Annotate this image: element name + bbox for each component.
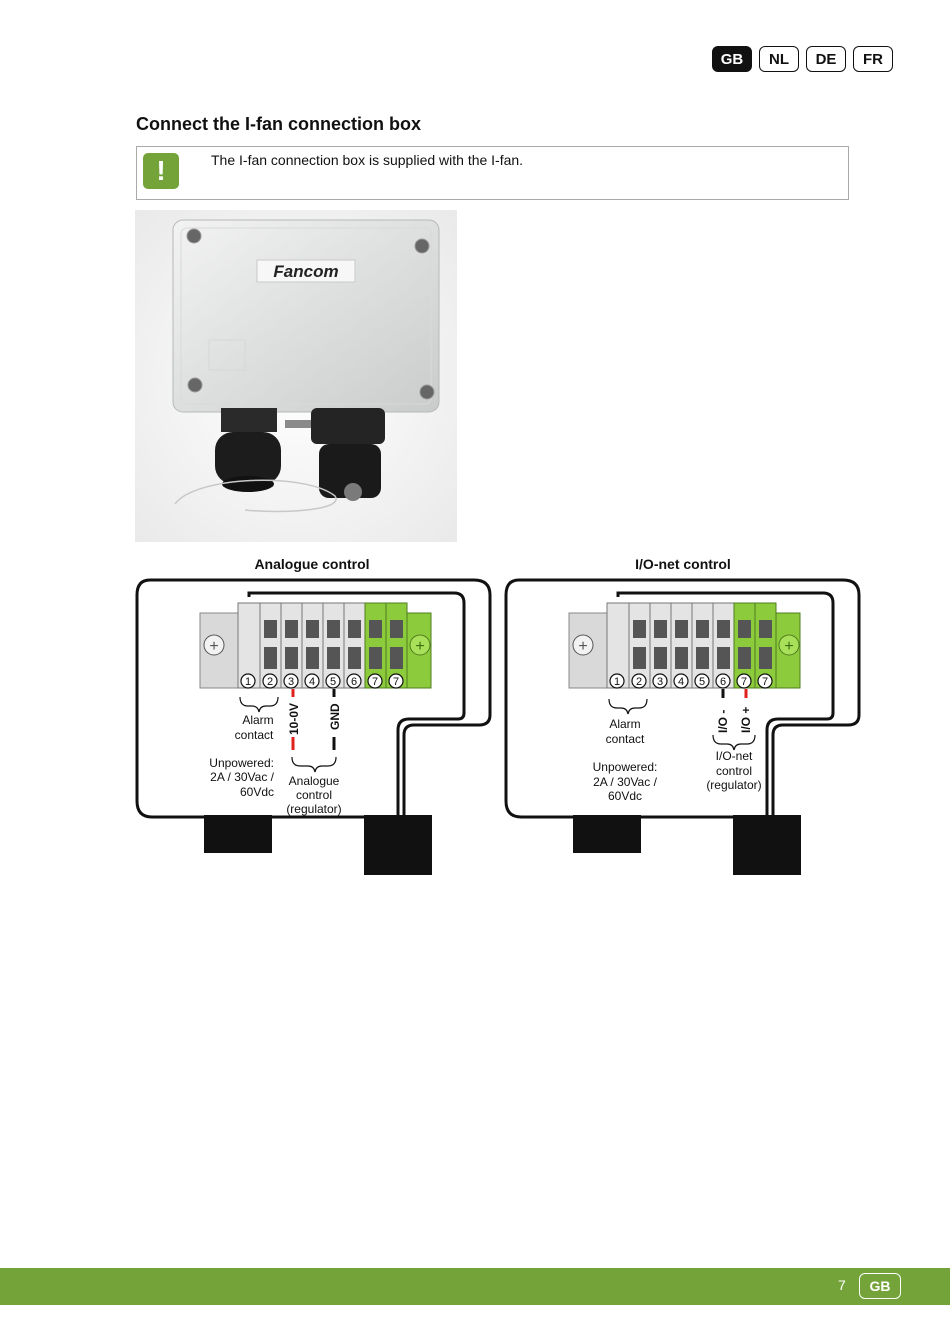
connection-box-photo: Fancom [135,210,457,542]
unpowered-label: 2A / 30Vac / [593,775,657,789]
control-label: control [716,764,752,778]
terminal-number: 7 [393,676,399,688]
terminal-number: 7 [372,676,378,688]
unpowered-label: Unpowered: [209,756,274,770]
terminal-number: 2 [267,676,273,688]
lang-tab-fr[interactable]: FR [853,46,893,72]
terminal-number: 2 [636,676,642,688]
control-label: Analogue [289,774,340,788]
wire-label-10-0v: 10-0V [287,703,301,735]
control-label: (regulator) [706,778,761,792]
terminal-number: 3 [657,676,663,688]
footer-bar: 7 GB [0,1268,950,1305]
brand-label: Fancom [273,262,338,281]
analogue-diagram-title: Analogue control [254,556,370,572]
terminal-number: 6 [720,676,726,688]
language-tabs: GB NL DE FR [712,46,893,72]
svg-text:+: + [784,638,793,655]
alarm-contact-label: Alarm [242,713,273,727]
ionet-control-diagram: + + 1 2 3 4 5 6 7 7 I/O - I/O + Alarm co… [504,578,861,875]
wire-label-io-minus: I/O - [716,710,730,733]
analogue-control-diagram: + + 1 2 3 4 5 6 7 7 10-0V GND Alarm [135,578,492,875]
lang-tab-de[interactable]: DE [806,46,846,72]
terminal-number: 6 [351,676,357,688]
terminal-number: 1 [614,676,620,688]
lang-tab-gb[interactable]: GB [712,46,752,72]
control-label: (regulator) [286,802,341,816]
svg-text:+: + [209,638,218,655]
terminal-number: 7 [741,676,747,688]
control-label: I/O-net [716,749,753,763]
terminal-number: 4 [678,676,684,688]
control-label: control [296,788,332,802]
wire-label-gnd: GND [328,703,342,730]
svg-text:+: + [415,638,424,655]
alarm-contact-label: contact [235,728,274,742]
svg-text:+: + [578,638,587,655]
page-title: Connect the I-fan connection box [136,114,422,134]
terminal-number: 7 [762,676,768,688]
terminal-number: 5 [699,676,705,688]
terminal-number: 1 [245,676,251,688]
unpowered-label: 60Vdc [608,789,642,803]
unpowered-label: 60Vdc [240,785,274,799]
unpowered-label: Unpowered: [593,760,658,774]
note-box: ! The I-fan connection box is supplied w… [136,146,849,200]
exclamation-icon: ! [143,153,179,189]
terminal-number: 3 [288,676,294,688]
terminal-number: 4 [309,676,315,688]
unpowered-label: 2A / 30Vac / [210,770,274,784]
wire-label-io-plus: I/O + [739,707,753,733]
page-number: 7 [838,1277,846,1293]
alarm-contact-label: contact [606,732,645,746]
footer-lang-badge: GB [859,1273,901,1299]
lang-tab-nl[interactable]: NL [759,46,799,72]
note-text: The I-fan connection box is supplied wit… [211,152,524,168]
alarm-contact-label: Alarm [609,717,640,731]
terminal-number: 5 [330,676,336,688]
ionet-diagram-title: I/O-net control [635,556,731,572]
